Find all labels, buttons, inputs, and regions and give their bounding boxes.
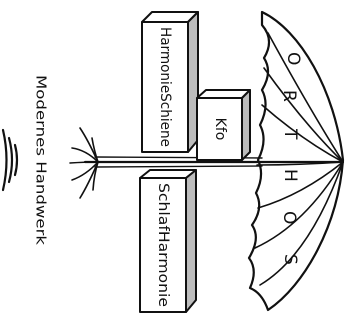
box-kfo-label: Kfo xyxy=(212,118,228,141)
side-caption: Modernes Handwerk xyxy=(33,75,48,246)
box-kfo-shape xyxy=(196,89,251,161)
umbrella-letter: O xyxy=(283,52,303,65)
box-harmonie-schiene-label: HarmonieSchiene xyxy=(157,27,173,147)
umbrella-letter: S xyxy=(280,254,300,265)
umbrella-ribs xyxy=(254,32,344,286)
umbrella-letter: O xyxy=(279,211,299,224)
umbrella-canopy xyxy=(247,10,345,312)
box-harmonie-schiene-shape xyxy=(141,11,199,153)
umbrella-letter: T xyxy=(280,128,300,140)
umbrella-letters: O R T H O S xyxy=(279,52,303,265)
umbrella-handle-tuft xyxy=(69,127,99,199)
box-schlaf-harmonie-shape xyxy=(139,169,197,313)
caption-marks xyxy=(1,128,19,192)
umbrella-letter: H xyxy=(280,169,300,182)
box-schlaf-harmonie-label: SchlafHarmonie xyxy=(155,183,171,307)
umbrella-letter: R xyxy=(279,90,299,102)
